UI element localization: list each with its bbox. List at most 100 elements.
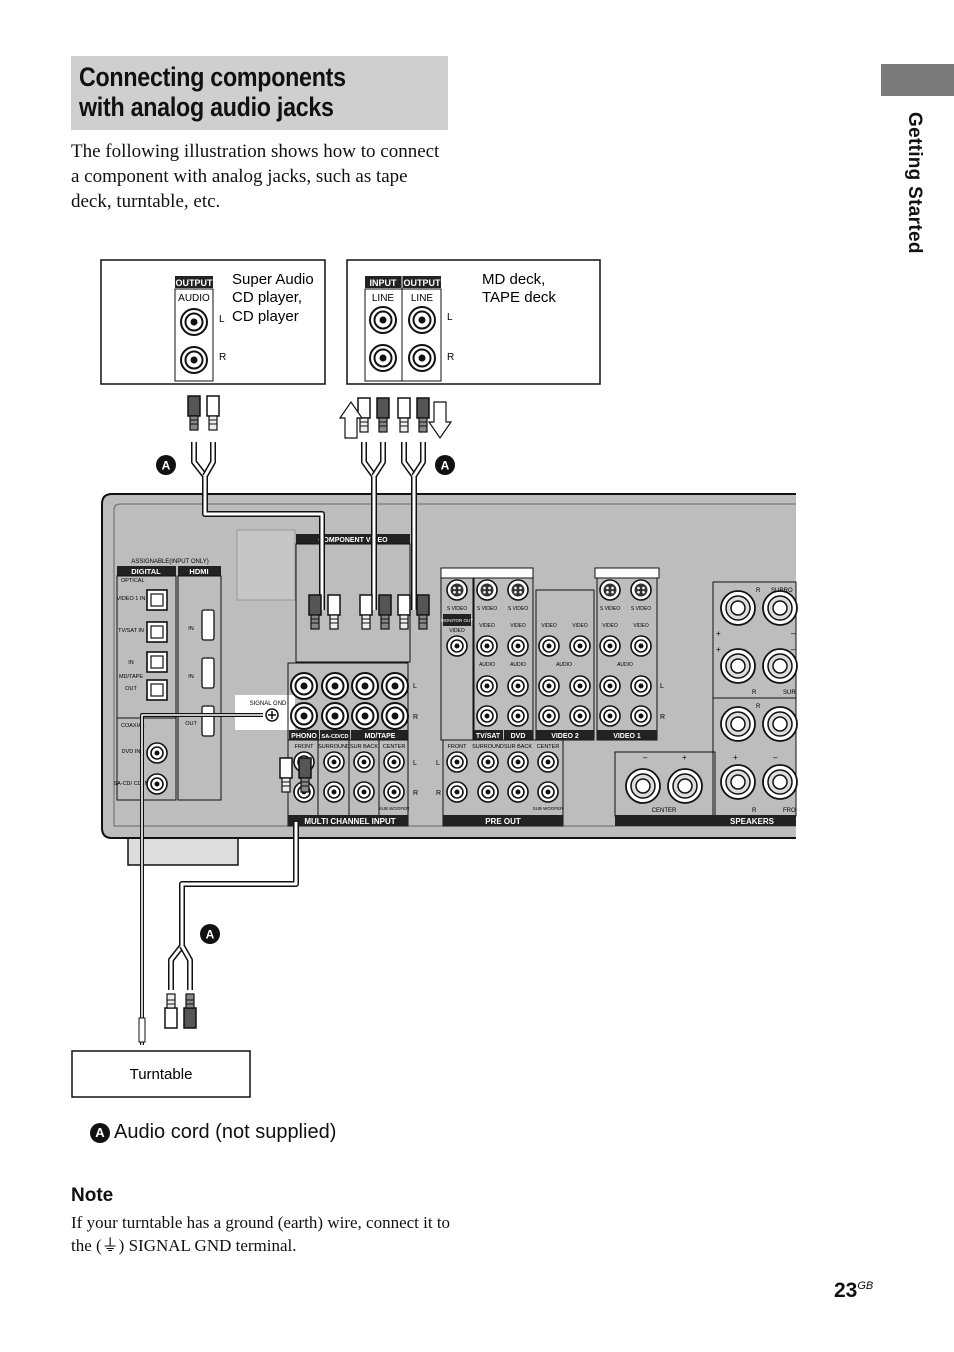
cd-player-box: OUTPUT AUDIO L R Super Audio CD player, … (100, 259, 326, 385)
svg-text:CENTER: CENTER (383, 744, 406, 750)
svg-text:R: R (660, 714, 665, 721)
svg-text:COMPONENT VIDEO: COMPONENT VIDEO (318, 537, 388, 544)
svg-text:R: R (752, 808, 757, 814)
callout-a-md: A (435, 455, 455, 475)
svg-text:R: R (752, 690, 757, 696)
svg-text:AUDIO: AUDIO (556, 662, 572, 668)
svg-text:S VIDEO: S VIDEO (631, 606, 651, 612)
svg-text:CENTER: CENTER (652, 808, 677, 814)
md-r-label: R (447, 352, 454, 363)
svg-text:VIDEO: VIDEO (479, 623, 495, 629)
svg-text:SA-CD/ CD IN: SA-CD/ CD IN (113, 781, 148, 787)
svg-text:IN: IN (188, 626, 194, 632)
svg-text:DVD IN: DVD IN (122, 749, 141, 755)
svg-text:DVD: DVD (511, 733, 526, 740)
md-name-line2: TAPE deck (482, 289, 556, 306)
svg-text:VIDEO 1: VIDEO 1 (613, 733, 641, 740)
svg-text:+: + (682, 753, 687, 762)
receiver-rear-panel: ASSIGNABLE(INPUT ONLY) DIGITAL HDMI OPTI… (101, 493, 798, 866)
turntable-label: Turntable (130, 1066, 193, 1083)
svg-text:DIGITAL: DIGITAL (131, 567, 161, 576)
svg-text:FRO: FRO (783, 808, 796, 814)
svg-text:COAXIAL: COAXIAL (121, 723, 145, 729)
svg-text:AUDIO: AUDIO (510, 662, 526, 668)
svg-text:HDMI: HDMI (189, 567, 208, 576)
svg-text:R: R (413, 714, 418, 721)
md-line-out-label: LINE (411, 293, 434, 304)
svg-text:PHONO: PHONO (291, 733, 317, 740)
md-input-label: INPUT (370, 278, 398, 288)
svg-text:–: – (791, 645, 796, 654)
svg-text:SA-CD/CD: SA-CD/CD (322, 734, 349, 740)
svg-text:OUT: OUT (185, 721, 197, 727)
svg-text:TV/SAT: TV/SAT (476, 733, 501, 740)
svg-text:S VIDEO: S VIDEO (447, 606, 467, 612)
svg-text:S VIDEO: S VIDEO (600, 606, 620, 612)
connection-diagram: OUTPUT AUDIO L R Super Audio CD player, … (71, 259, 798, 1098)
svg-text:SUR: SUR (783, 690, 796, 696)
page-title: Connecting components with analog audio … (79, 62, 346, 122)
svg-text:S VIDEO: S VIDEO (477, 606, 497, 612)
page-number: 23GB (834, 1279, 873, 1303)
svg-text:CENTER: CENTER (537, 744, 560, 750)
md-name-line1: MD deck, (482, 271, 545, 288)
svg-text:–: – (773, 753, 778, 762)
svg-text:S VIDEO: S VIDEO (508, 606, 528, 612)
svg-text:L: L (436, 760, 440, 767)
svg-text:IN: IN (128, 660, 134, 666)
svg-text:OUT: OUT (125, 686, 137, 692)
section-tab (881, 64, 954, 96)
section-side-label: Getting Started (904, 112, 925, 254)
svg-text:VIDEO: VIDEO (633, 623, 649, 629)
callout-a-turntable: A (200, 924, 220, 944)
svg-text:VIDEO: VIDEO (602, 623, 618, 629)
note-heading: Note (71, 1185, 114, 1206)
svg-text:OPTICAL: OPTICAL (121, 578, 145, 584)
cd-r-label: R (219, 352, 226, 363)
page-number-value: 23 (834, 1279, 858, 1302)
svg-text:+: + (716, 629, 721, 638)
svg-text:TV/SAT IN: TV/SAT IN (118, 628, 144, 634)
signal-gnd-label: SIGNAL GND (250, 701, 287, 707)
svg-text:VIDEO: VIDEO (572, 623, 588, 629)
svg-text:VIDEO: VIDEO (541, 623, 557, 629)
page-number-suffix: GB (857, 1280, 874, 1292)
cd-name-line3: CD player (232, 308, 299, 325)
svg-text:–: – (791, 629, 796, 638)
svg-text:MD/TAPE: MD/TAPE (365, 733, 396, 740)
cd-audio-l-jack (180, 308, 208, 336)
svg-text:+: + (733, 753, 738, 762)
svg-text:–: – (643, 753, 648, 762)
svg-text:R: R (413, 790, 418, 797)
svg-text:ASSIGNABLE(INPUT ONLY): ASSIGNABLE(INPUT ONLY) (131, 559, 208, 565)
svg-text:IN: IN (188, 674, 194, 680)
cd-audio-label: AUDIO (178, 293, 210, 304)
svg-text:MULTI CHANNEL INPUT: MULTI CHANNEL INPUT (304, 817, 395, 826)
svg-text:VIDEO 2: VIDEO 2 (551, 733, 579, 740)
svg-text:SURROUND: SURROUND (318, 744, 350, 750)
svg-text:VIDEO: VIDEO (449, 628, 465, 634)
svg-text:A: A (206, 928, 215, 942)
svg-text:SPEAKERS: SPEAKERS (730, 817, 775, 826)
md-output-label: OUTPUT (404, 278, 442, 288)
svg-text:+: + (716, 645, 721, 654)
svg-text:L: L (660, 683, 664, 690)
svg-text:SUB WOOFER: SUB WOOFER (379, 806, 411, 811)
md-line-in-label: LINE (372, 293, 395, 304)
title-background (71, 56, 448, 130)
cd-output-label: OUTPUT (176, 278, 214, 288)
svg-text:FRONT: FRONT (295, 744, 315, 750)
svg-text:SURROUND: SURROUND (472, 744, 504, 750)
note-text: If your turntable has a ground (earth) w… (71, 1213, 451, 1255)
svg-text:FRONT: FRONT (448, 744, 468, 750)
svg-text:SUR BACK: SUR BACK (504, 744, 532, 750)
legend-text: Audio cord (not supplied) (114, 1121, 337, 1143)
svg-text:R: R (756, 704, 761, 710)
svg-text:SUR BACK: SUR BACK (350, 744, 378, 750)
cd-l-label: L (219, 314, 225, 325)
svg-text:MD/TAPE: MD/TAPE (119, 674, 143, 680)
svg-text:A: A (162, 459, 171, 473)
cd-name-line1: Super Audio (232, 271, 314, 288)
turntable-box: Turntable (71, 1050, 251, 1098)
cd-audio-r-jack (180, 346, 208, 374)
